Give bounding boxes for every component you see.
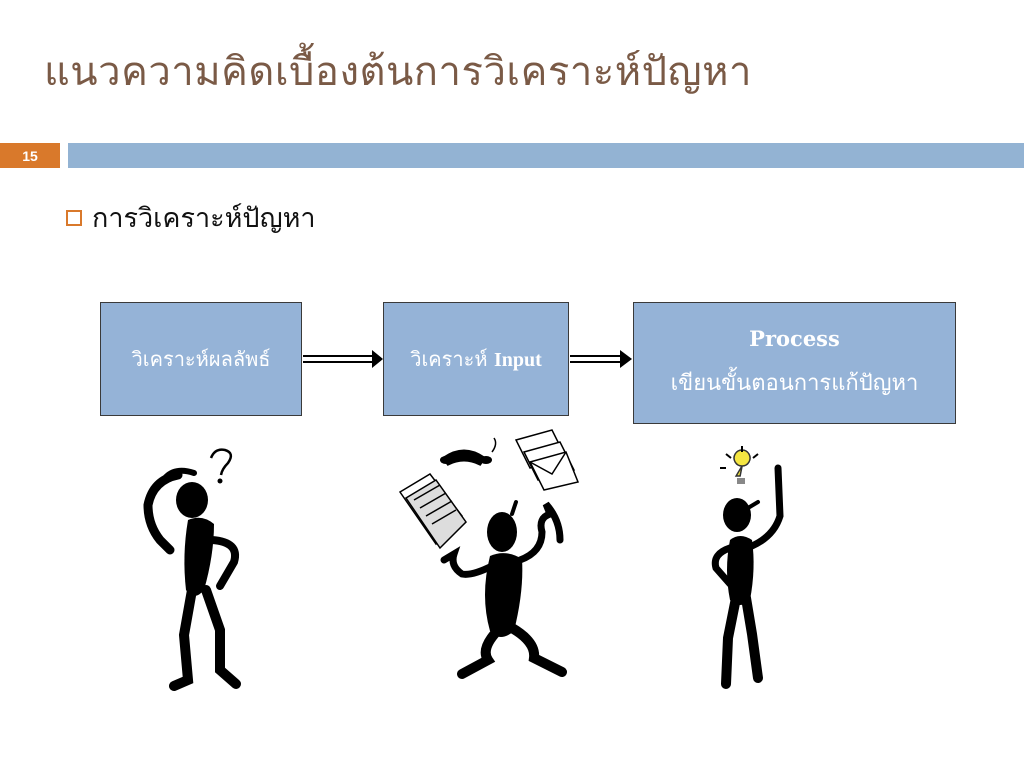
arrow-2-to-3 (570, 350, 632, 368)
flow-box-title: Process (749, 326, 840, 351)
bullet-item: การวิเคราะห์ปัญหา (66, 196, 316, 239)
flow-box-label: วิเคราะห์ผลลัพธ์ (131, 347, 271, 371)
idea-person-figure (711, 446, 784, 689)
arrow-1-to-2 (303, 350, 383, 368)
square-bullet-icon (66, 209, 82, 226)
flow-box-description: เขียนขั้นตอนการแก้ปัญหา (670, 371, 919, 396)
confused-person-figure (143, 448, 241, 691)
slide-title: แนวความคิดเบื้องต้นการวิเคราะห์ปัญหา (44, 49, 752, 95)
question-mark-icon (209, 448, 233, 484)
telephone-icon (440, 437, 497, 466)
busy-person-figure (398, 429, 580, 679)
document-stack-icon (398, 473, 467, 550)
slide-number: 15 (0, 143, 60, 168)
envelopes-icon (514, 429, 580, 491)
flow-box-input-analysis: วิเคราะห์ Input (383, 302, 569, 416)
flow-box-output-analysis: วิเคราะห์ผลลัพธ์ (100, 302, 302, 416)
bullet-text: การวิเคราะห์ปัญหา (92, 203, 316, 234)
flow-box-label: วิเคราะห์ Input (410, 347, 542, 371)
flow-box-process: Process เขียนขั้นตอนการแก้ปัญหา (633, 302, 956, 424)
header-rule-bar (68, 143, 1024, 168)
light-bulb-icon (720, 446, 759, 484)
